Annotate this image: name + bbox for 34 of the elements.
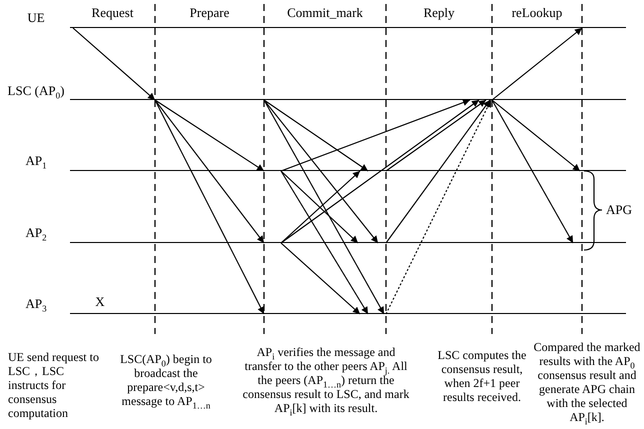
step-description: LSC computes the consensus result, when 2f+1 peer results received. <box>436 348 528 404</box>
message-arrow <box>386 100 490 244</box>
lifeline-label: AP$_{2}$ <box>24 225 48 240</box>
message-arrow <box>264 100 378 244</box>
message-arrow <box>492 100 574 244</box>
message-arrow <box>72 28 156 100</box>
phase-label: reLookup <box>510 6 564 20</box>
message-arrow <box>154 100 264 314</box>
bracket-label: APG <box>606 203 634 218</box>
message-arrow <box>492 100 580 172</box>
step-description: UE send request to LSC，LSC instructs for consensus computation <box>8 350 100 420</box>
lifeline-label: AP$_{3}$ <box>24 296 48 311</box>
message-arrow <box>280 99 470 172</box>
message-arrow <box>492 28 582 100</box>
phase-label: Reply <box>422 6 456 20</box>
message-arrow <box>280 242 360 314</box>
step-description: AP$_{i}$ verifies the message and transfer to the other peers AP$_{j.}$ All the peers (AP$_{1…n}$) return the consensus result to LSC, and mark AP$_{i}$[k] with its result. <box>242 345 410 415</box>
phase-label: Request <box>90 6 134 20</box>
lifeline-label: AP$_{1}$ <box>24 153 48 168</box>
step-description: Compared the marked results with the AP$_{0}$ consensus result and generate APG chain with the selected AP$_{i}$[k]. <box>532 340 642 424</box>
phase-label: Prepare <box>188 6 230 20</box>
phase-label: Commit_mark <box>286 6 364 20</box>
message-arrow <box>280 170 368 314</box>
failure-mark: X <box>94 296 106 308</box>
lifeline-label: LSC (AP$_{0}$) <box>6 83 66 98</box>
message-arrow <box>154 100 264 172</box>
step-description: LSC(AP$_{0}$) begin to broadcast the prepare<v,d,s,t> message to AP$_{1…n}$ <box>119 352 213 408</box>
message-arrow <box>280 100 480 244</box>
message-arrow <box>264 100 384 314</box>
dotted-message-arrow <box>386 100 492 314</box>
message-arrow <box>386 100 486 172</box>
message-arrow <box>264 100 368 172</box>
message-arrow <box>154 100 264 244</box>
lifeline-label: UE <box>26 10 46 25</box>
